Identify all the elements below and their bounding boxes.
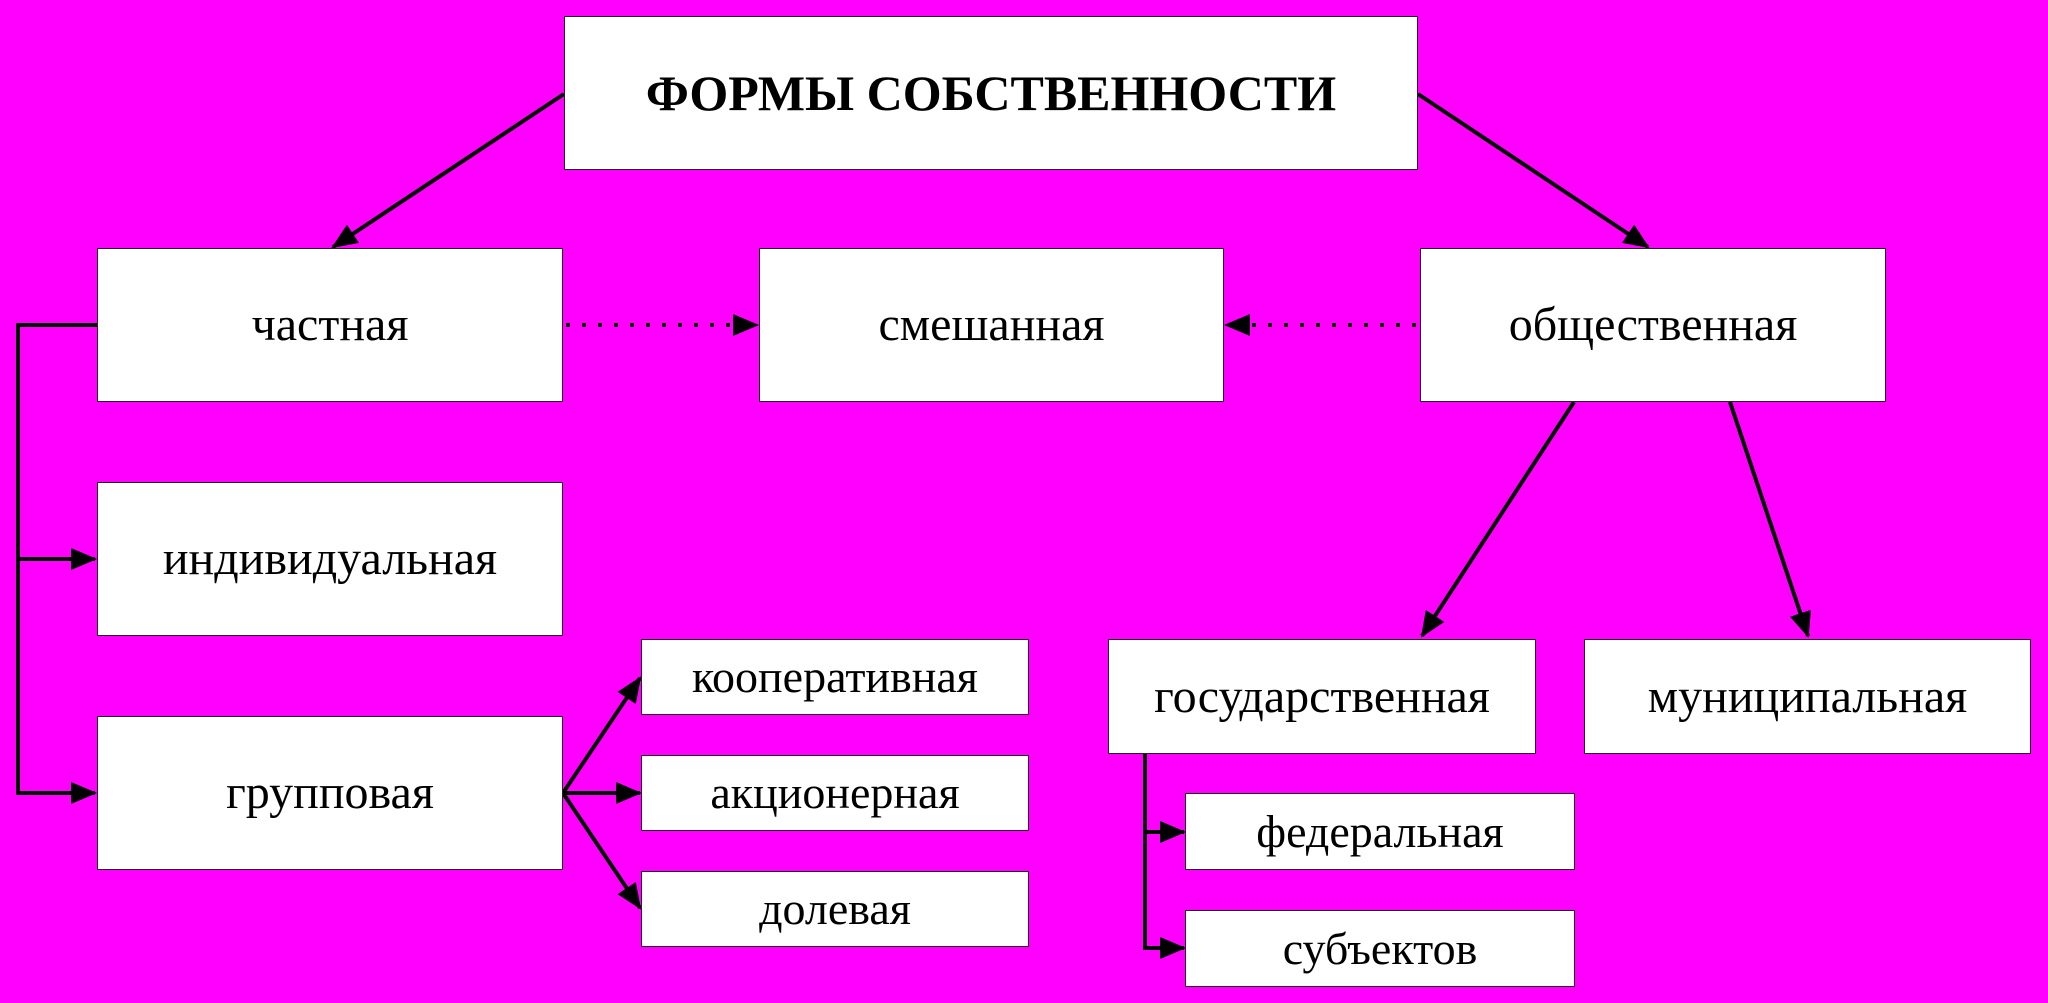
node-shared: долевая [641, 871, 1029, 947]
node-private: частная [97, 248, 563, 402]
node-cooperative: кооперативная [641, 639, 1029, 715]
node-cooperative-label: кооперативная [692, 651, 978, 702]
node-federal-label: федеральная [1256, 805, 1504, 857]
node-mixed-label: смешанная [878, 298, 1105, 351]
title-text: ФОРМЫ СОБСТВЕННОСТИ [645, 65, 1337, 121]
node-public: общественная [1420, 248, 1886, 402]
node-private-label: частная [251, 298, 409, 351]
node-joint-stock: акционерная [641, 755, 1029, 831]
node-public-label: общественная [1508, 298, 1798, 351]
node-group-label: групповая [226, 766, 434, 819]
title-box: ФОРМЫ СОБСТВЕННОСТИ [564, 16, 1418, 170]
node-subjects: субъектов [1185, 910, 1575, 987]
node-shared-label: долевая [759, 883, 911, 934]
arrow-title-to-public [1416, 92, 1650, 249]
node-state-label: государственная [1154, 669, 1490, 723]
arrow-public-to-municipal [1728, 401, 1811, 638]
arrow-group-to-shared [561, 791, 642, 910]
arrow-group-to-cooperative [561, 676, 642, 795]
arrow-title-to-private [331, 92, 566, 249]
bracket-state-to-subjects [1143, 754, 1186, 959]
arrow-public-to-state [1420, 400, 1576, 638]
node-subjects-label: субъектов [1282, 922, 1478, 974]
bracket-private-to-group [16, 323, 97, 804]
node-municipal-label: муниципальная [1647, 669, 1968, 723]
node-individual-label: индивидуальная [162, 532, 498, 585]
node-group: групповая [97, 716, 563, 870]
node-municipal: муниципальная [1584, 639, 2031, 754]
node-joint-stock-label: акционерная [710, 767, 960, 818]
node-state: государственная [1108, 639, 1536, 754]
node-federal: федеральная [1185, 793, 1575, 870]
node-individual: индивидуальная [97, 482, 563, 636]
node-mixed: смешанная [759, 248, 1224, 402]
